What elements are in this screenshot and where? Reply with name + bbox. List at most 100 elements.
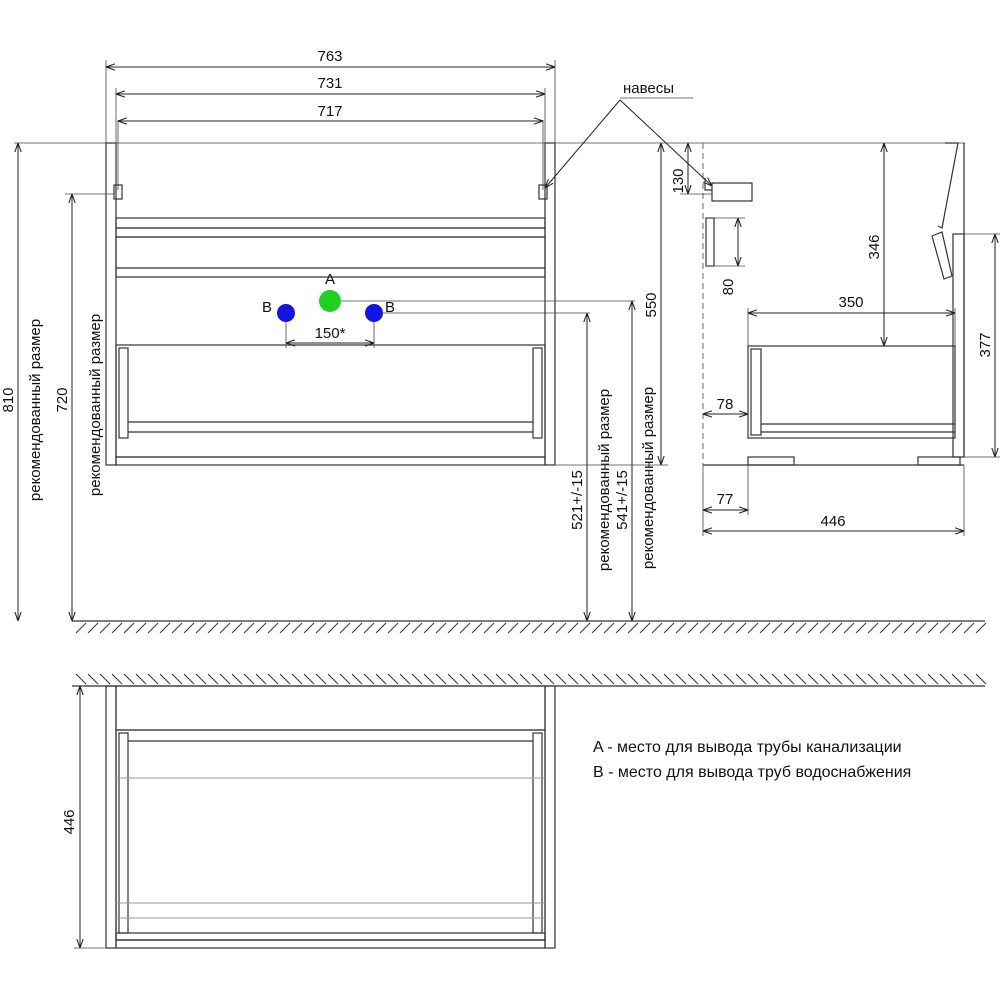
hatch-stroke xyxy=(819,622,831,634)
hatch-stroke xyxy=(447,622,459,634)
hatch-stroke xyxy=(891,673,903,685)
hatch-stroke xyxy=(627,673,639,685)
hatch-stroke xyxy=(363,673,375,685)
dim-377: 377 xyxy=(977,332,994,357)
hatch-stroke xyxy=(723,673,735,685)
hatch-stroke xyxy=(507,673,519,685)
top-drawer-front xyxy=(115,932,546,941)
hatch-stroke xyxy=(795,673,807,685)
hatch-stroke xyxy=(183,622,195,634)
hatch-stroke xyxy=(375,673,387,685)
top-front-edge xyxy=(115,939,546,949)
hatch-stroke xyxy=(843,622,855,634)
hatch-stroke xyxy=(387,673,399,685)
hatch-stroke xyxy=(687,673,699,685)
hatch-stroke xyxy=(315,622,327,634)
hatch-stroke xyxy=(879,622,891,634)
side-drawer xyxy=(747,345,956,439)
hatch-stroke xyxy=(351,673,363,685)
hatch-stroke xyxy=(339,673,351,685)
wall-hanger xyxy=(711,182,753,202)
hatch-stroke xyxy=(147,673,159,685)
hatch-stroke xyxy=(759,622,771,634)
front-view: 763 731 717 810 рекомендованный размер 7… xyxy=(0,48,712,621)
hatch-stroke xyxy=(255,673,267,685)
wall-hatching xyxy=(75,673,987,685)
hatch-stroke xyxy=(399,622,411,634)
hatch-stroke xyxy=(603,622,615,634)
dim-77: 77 xyxy=(717,491,734,508)
hatch-stroke xyxy=(771,673,783,685)
dim-130: 130 xyxy=(670,168,687,193)
dim-521: 521+/-15 xyxy=(569,470,586,530)
hatch-stroke xyxy=(591,673,603,685)
hatch-stroke xyxy=(231,673,243,685)
hatch-stroke xyxy=(243,673,255,685)
hatch-stroke xyxy=(915,673,927,685)
wall-rail xyxy=(705,217,715,267)
hatch-stroke xyxy=(939,673,951,685)
hatch-stroke xyxy=(579,622,591,634)
hatch-stroke xyxy=(831,622,843,634)
hatch-stroke xyxy=(303,673,315,685)
hatch-stroke xyxy=(795,622,807,634)
hatch-stroke xyxy=(639,673,651,685)
floor-line xyxy=(72,620,987,634)
drain-outlet-a xyxy=(319,290,341,312)
hatch-stroke xyxy=(399,673,411,685)
rear-leg xyxy=(747,456,795,466)
dim-150: 150* xyxy=(315,325,346,342)
rec-label-720: рекомендованный размер xyxy=(87,314,104,496)
hatch-stroke xyxy=(807,673,819,685)
hatch-stroke xyxy=(951,673,963,685)
hatch-stroke xyxy=(195,673,207,685)
hatch-stroke xyxy=(639,622,651,634)
label-point-b-right: B xyxy=(385,299,395,316)
hatch-stroke xyxy=(75,673,87,685)
hatch-stroke xyxy=(171,622,183,634)
hatch-stroke xyxy=(87,622,99,634)
hatch-stroke xyxy=(327,622,339,634)
hatch-stroke xyxy=(831,673,843,685)
hatch-stroke xyxy=(963,673,975,685)
hatch-stroke xyxy=(111,673,123,685)
dim-346: 346 xyxy=(866,234,883,259)
hanger-hook xyxy=(704,178,712,191)
side-drawer-back xyxy=(750,348,762,436)
legend: A - место для вывода трубы канализации B… xyxy=(593,739,911,781)
hatch-stroke xyxy=(387,622,399,634)
hatch-stroke xyxy=(123,622,135,634)
hatch-stroke xyxy=(783,622,795,634)
hatch-stroke xyxy=(123,673,135,685)
floor-hatching xyxy=(75,622,987,634)
dim-717: 717 xyxy=(317,103,342,120)
hatch-stroke xyxy=(843,673,855,685)
hatch-stroke xyxy=(267,622,279,634)
slanted-panel-top xyxy=(937,142,959,229)
hatch-stroke xyxy=(507,622,519,634)
hatch-stroke xyxy=(147,622,159,634)
top-right-panel xyxy=(544,685,556,949)
hatch-stroke xyxy=(447,673,459,685)
hatch-stroke xyxy=(219,673,231,685)
hatch-stroke xyxy=(939,622,951,634)
hatch-stroke xyxy=(927,673,939,685)
side-view: 130 80 346 350 377 78 77 xyxy=(670,142,1000,536)
hatch-stroke xyxy=(867,673,879,685)
hatch-stroke xyxy=(243,622,255,634)
lower-drawer-left-wall xyxy=(118,347,129,439)
upper-drawer-front xyxy=(115,236,546,278)
hatch-stroke xyxy=(903,622,915,634)
hatch-stroke xyxy=(291,622,303,634)
hatch-stroke xyxy=(231,622,243,634)
hinges-label: навесы xyxy=(623,80,674,97)
hatch-stroke xyxy=(543,673,555,685)
hatch-stroke xyxy=(159,622,171,634)
left-side-panel xyxy=(105,142,117,466)
hatch-stroke xyxy=(255,622,267,634)
water-outlet-b-right xyxy=(365,304,383,322)
hatch-stroke xyxy=(903,673,915,685)
water-outlet-b-left xyxy=(277,304,295,322)
hatch-stroke xyxy=(735,673,747,685)
hatch-stroke xyxy=(267,673,279,685)
